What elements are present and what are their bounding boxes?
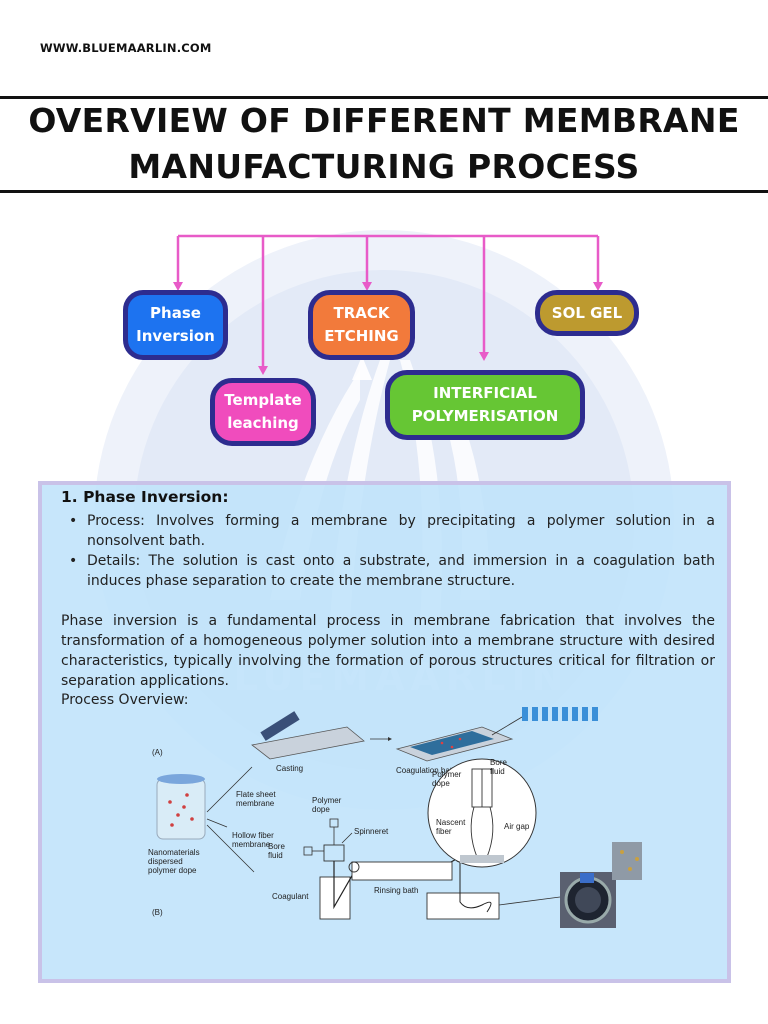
title-line-2: MANUFACTURING PROCESS	[128, 147, 640, 186]
node-sol-line1: SOL GEL	[551, 303, 623, 322]
title-top-rule	[0, 96, 768, 99]
fig-bore-c1: Bore	[490, 758, 507, 767]
node-phase-line1: Phase	[150, 304, 201, 322]
fig-nano-3: polymer dope	[148, 866, 197, 875]
fig-casting: Casting	[276, 764, 303, 773]
coagulant-bath	[319, 876, 351, 920]
fig-polymer-c1: Polymer	[432, 770, 462, 779]
fig-nano-2: dispersed	[148, 857, 183, 866]
bullet-details: Details: The solution is cast onto a sub…	[69, 551, 715, 591]
node-template-leaching: Template leaching	[210, 378, 316, 446]
node-template-line2: leaching	[227, 414, 299, 432]
phase-inversion-panel: 1. Phase Inversion: Process: Involves fo…	[38, 481, 731, 983]
node-inter-line1: INTERFICIAL	[433, 384, 537, 402]
fig-air-gap: Air gap	[504, 822, 530, 831]
fig-nano-1: Nanomaterials	[148, 848, 200, 857]
beaker	[156, 778, 206, 840]
node-phase-line2: Inversion	[136, 327, 215, 345]
fig-spinneret: Spinneret	[354, 827, 389, 836]
title-bottom-rule	[0, 190, 768, 193]
fig-polymer-dope-2: dope	[312, 805, 330, 814]
flow-connectors	[173, 234, 603, 375]
node-track-line2: ETCHING	[324, 327, 399, 345]
section-heading: 1. Phase Inversion:	[61, 488, 229, 506]
fig-flat-2: membrane	[236, 799, 275, 808]
fig-label-b: (B)	[152, 908, 163, 917]
fig-bore-2: fluid	[268, 851, 283, 860]
node-interficial-polymerisation: INTERFICIAL POLYMERISATION	[385, 370, 585, 440]
intro-paragraph: Phase inversion is a fundamental process…	[61, 613, 715, 689]
fig-flat-1: Flate sheet	[236, 790, 276, 799]
bullet-list: Process: Involves forming a membrane by …	[69, 511, 715, 591]
membrane-cross-section	[522, 707, 598, 721]
fig-rinsing: Rinsing bath	[374, 886, 418, 895]
fig-nascent-2: fiber	[436, 827, 452, 836]
rinsing-bath	[351, 861, 453, 881]
fig-polymer-dope-1: Polymer	[312, 796, 342, 805]
node-track-line1: TRACK	[333, 304, 390, 322]
page-title: OVERVIEW OF DIFFERENT MEMBRANE MANUFACTU…	[0, 98, 768, 190]
node-inter-line2: POLYMERISATION	[411, 407, 559, 425]
fig-bore-c2: fluid	[490, 767, 505, 776]
spinneret-closeup	[427, 758, 537, 868]
fig-hollow-2: membrane	[232, 840, 271, 849]
fig-label-a: (A)	[152, 748, 163, 757]
node-sol-gel: SOL GEL	[535, 290, 639, 336]
site-url[interactable]: WWW.BLUEMAARLIN.COM	[40, 41, 212, 55]
casting-knife	[260, 711, 300, 741]
title-line-1: OVERVIEW OF DIFFERENT MEMBRANE	[28, 101, 740, 140]
node-track-etching: TRACK ETCHING	[308, 290, 415, 360]
fig-coagulant: Coagulant	[272, 892, 309, 901]
process-overview-label: Process Overview:	[61, 692, 189, 708]
process-figure: (A) Casting Coagulation bath Nanomateria…	[148, 707, 642, 928]
collection-bath	[426, 892, 500, 920]
fig-polymer-c2: dope	[432, 779, 450, 788]
fig-coag-bath: Coagulation bath	[396, 766, 457, 775]
fig-hollow-1: Hollow fiber	[232, 831, 274, 840]
node-template-line1: Template	[224, 391, 302, 409]
casting-plate	[251, 726, 365, 760]
fig-bore-1: Bore	[268, 842, 285, 851]
fig-nascent-1: Nascent	[436, 818, 466, 827]
surface-micrograph	[612, 842, 642, 880]
bullet-process: Process: Involves forming a membrane by …	[69, 511, 715, 551]
